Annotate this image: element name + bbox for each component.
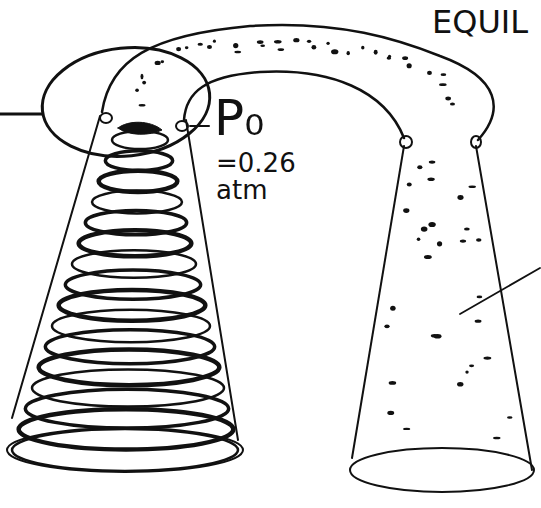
particle [421, 226, 428, 231]
particle [388, 55, 391, 58]
pointer-line [460, 268, 540, 314]
spring-coil [52, 310, 210, 342]
particle [389, 381, 396, 385]
spring-coil [99, 171, 178, 192]
particle [402, 56, 408, 60]
particle [257, 40, 264, 44]
particle [457, 195, 463, 200]
tube-outer [102, 25, 494, 140]
spring-coil [59, 290, 206, 321]
particle [135, 89, 139, 93]
particle [293, 38, 299, 42]
particle [437, 241, 442, 246]
particle [468, 186, 476, 188]
spring-coil [12, 429, 238, 471]
particle [427, 71, 432, 75]
heading-fragment: EQUIL [432, 6, 528, 40]
particle [427, 177, 434, 181]
cone-edge [476, 146, 532, 470]
particle [445, 97, 451, 101]
pressure-label: P₀ [214, 92, 264, 145]
particle [477, 295, 483, 298]
particle [407, 63, 412, 68]
particle [326, 42, 329, 45]
particle [403, 428, 410, 430]
particle [361, 46, 364, 50]
particle [434, 334, 442, 339]
particle [384, 324, 389, 328]
particle [483, 356, 491, 359]
particle [387, 411, 394, 415]
spring-coil [112, 131, 168, 149]
particle [185, 46, 189, 49]
tube-end [176, 121, 188, 131]
particle [441, 73, 447, 76]
particle [331, 49, 338, 54]
particle [450, 102, 455, 105]
particle [155, 61, 161, 65]
particle [274, 40, 282, 44]
particle [374, 50, 378, 55]
tube-end [100, 113, 112, 123]
particle [307, 40, 311, 43]
highlight-circle [37, 40, 215, 165]
tube-end [400, 136, 412, 148]
particle [407, 183, 412, 187]
particle [469, 364, 474, 367]
leader-line [190, 125, 209, 127]
spring-coils [12, 131, 238, 471]
particle [493, 437, 501, 440]
particle [390, 306, 396, 311]
particle [140, 74, 143, 79]
particle [424, 255, 432, 259]
spring-coil [45, 330, 214, 364]
spring-coil [105, 151, 172, 171]
leader-line [0, 113, 42, 116]
particle [428, 222, 435, 227]
particle [460, 239, 466, 242]
particle [475, 320, 482, 323]
particle [278, 48, 285, 51]
particle [465, 371, 468, 374]
particle [234, 51, 241, 53]
particles [135, 38, 512, 439]
particle [417, 237, 421, 241]
particle [507, 416, 512, 418]
particle [346, 51, 349, 55]
particle [260, 45, 265, 48]
cone-edge [12, 116, 100, 418]
particle [311, 45, 316, 50]
particle [198, 43, 203, 46]
particle [139, 104, 146, 107]
particle [207, 45, 212, 49]
particle [213, 39, 216, 42]
tube-end [471, 136, 481, 148]
particle [457, 382, 463, 387]
particle [142, 81, 146, 85]
particle [233, 43, 238, 48]
spring-coil [39, 350, 220, 386]
particle [439, 83, 447, 86]
particle [176, 47, 181, 51]
pressure-label: =0.26 atm [216, 150, 300, 205]
particle [476, 238, 481, 242]
particle [417, 165, 422, 169]
particle [161, 60, 164, 63]
cone-edge [352, 146, 404, 458]
cone-base [350, 448, 534, 492]
particle [464, 227, 470, 230]
particle [403, 208, 409, 213]
particle [429, 161, 436, 164]
